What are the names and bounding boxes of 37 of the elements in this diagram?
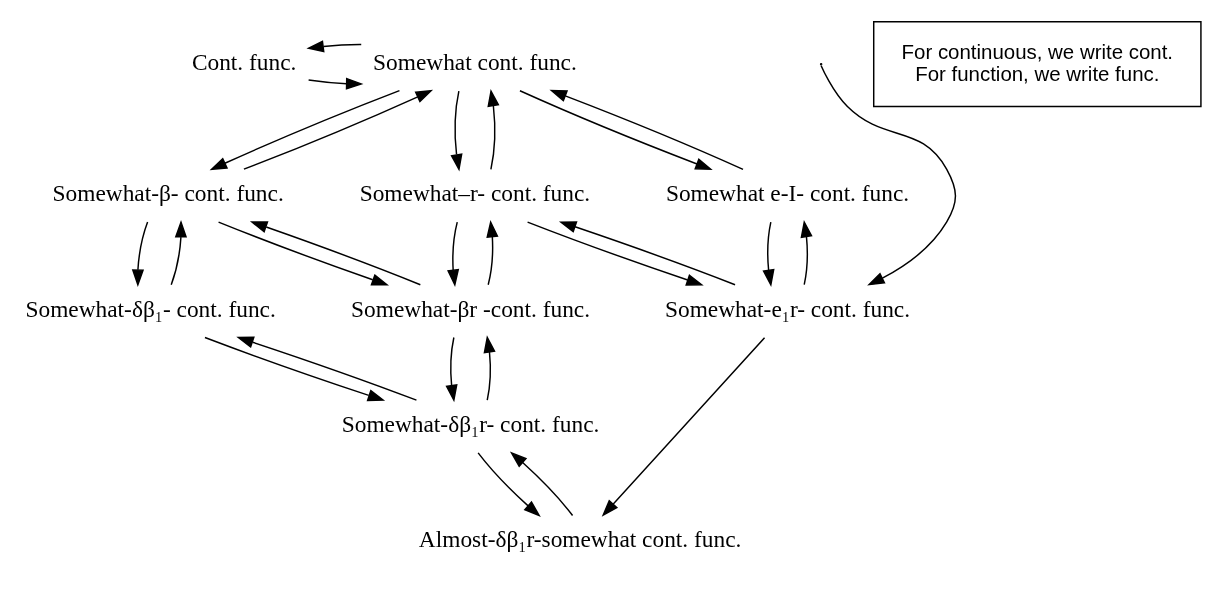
node-text: Somewhat-δβ₁- cont. func.	[25, 295, 276, 322]
arrow	[477, 452, 541, 517]
arrow	[601, 337, 766, 517]
arrow	[762, 221, 775, 287]
arrow	[519, 90, 713, 170]
arrow	[486, 219, 499, 286]
node-box: For continuous, we write cont. For function, we write func.	[873, 21, 1202, 108]
arrow	[445, 336, 458, 403]
node-text: Somewhat-β- cont. func.	[52, 180, 284, 207]
arrow	[549, 89, 744, 171]
arrow	[447, 221, 460, 287]
arrow	[209, 89, 401, 171]
arrow	[170, 219, 188, 286]
arrow	[236, 336, 418, 401]
node-text: Somewhat cont. func.	[373, 48, 577, 75]
arrow	[487, 88, 500, 171]
node-text: Somewhat-δβ₁r- cont. func.	[341, 411, 600, 438]
arrow	[526, 221, 704, 286]
arrow	[820, 65, 957, 286]
arrow	[800, 219, 813, 286]
arrow	[249, 221, 422, 286]
arrow	[243, 89, 434, 170]
arrow	[307, 77, 364, 90]
node-text: Somewhat e-I- cont. func.	[665, 180, 910, 207]
arrow	[131, 221, 149, 287]
arrow	[306, 40, 362, 53]
arrow	[450, 90, 463, 172]
node-text: Cont. func.	[191, 48, 297, 75]
arrow	[483, 335, 496, 401]
node-text: Somewhat-e₁r- cont. func.	[664, 295, 911, 322]
arrow	[558, 221, 736, 286]
arrow	[217, 221, 390, 286]
arrow	[509, 451, 574, 517]
node-text: Somewhat-βr -cont. func.	[351, 295, 591, 322]
node-text: Almost-δβ₁r-somewhat cont. func.	[418, 526, 742, 553]
node-text: Somewhat–r- cont. func.	[359, 180, 591, 207]
arrow	[204, 336, 386, 402]
